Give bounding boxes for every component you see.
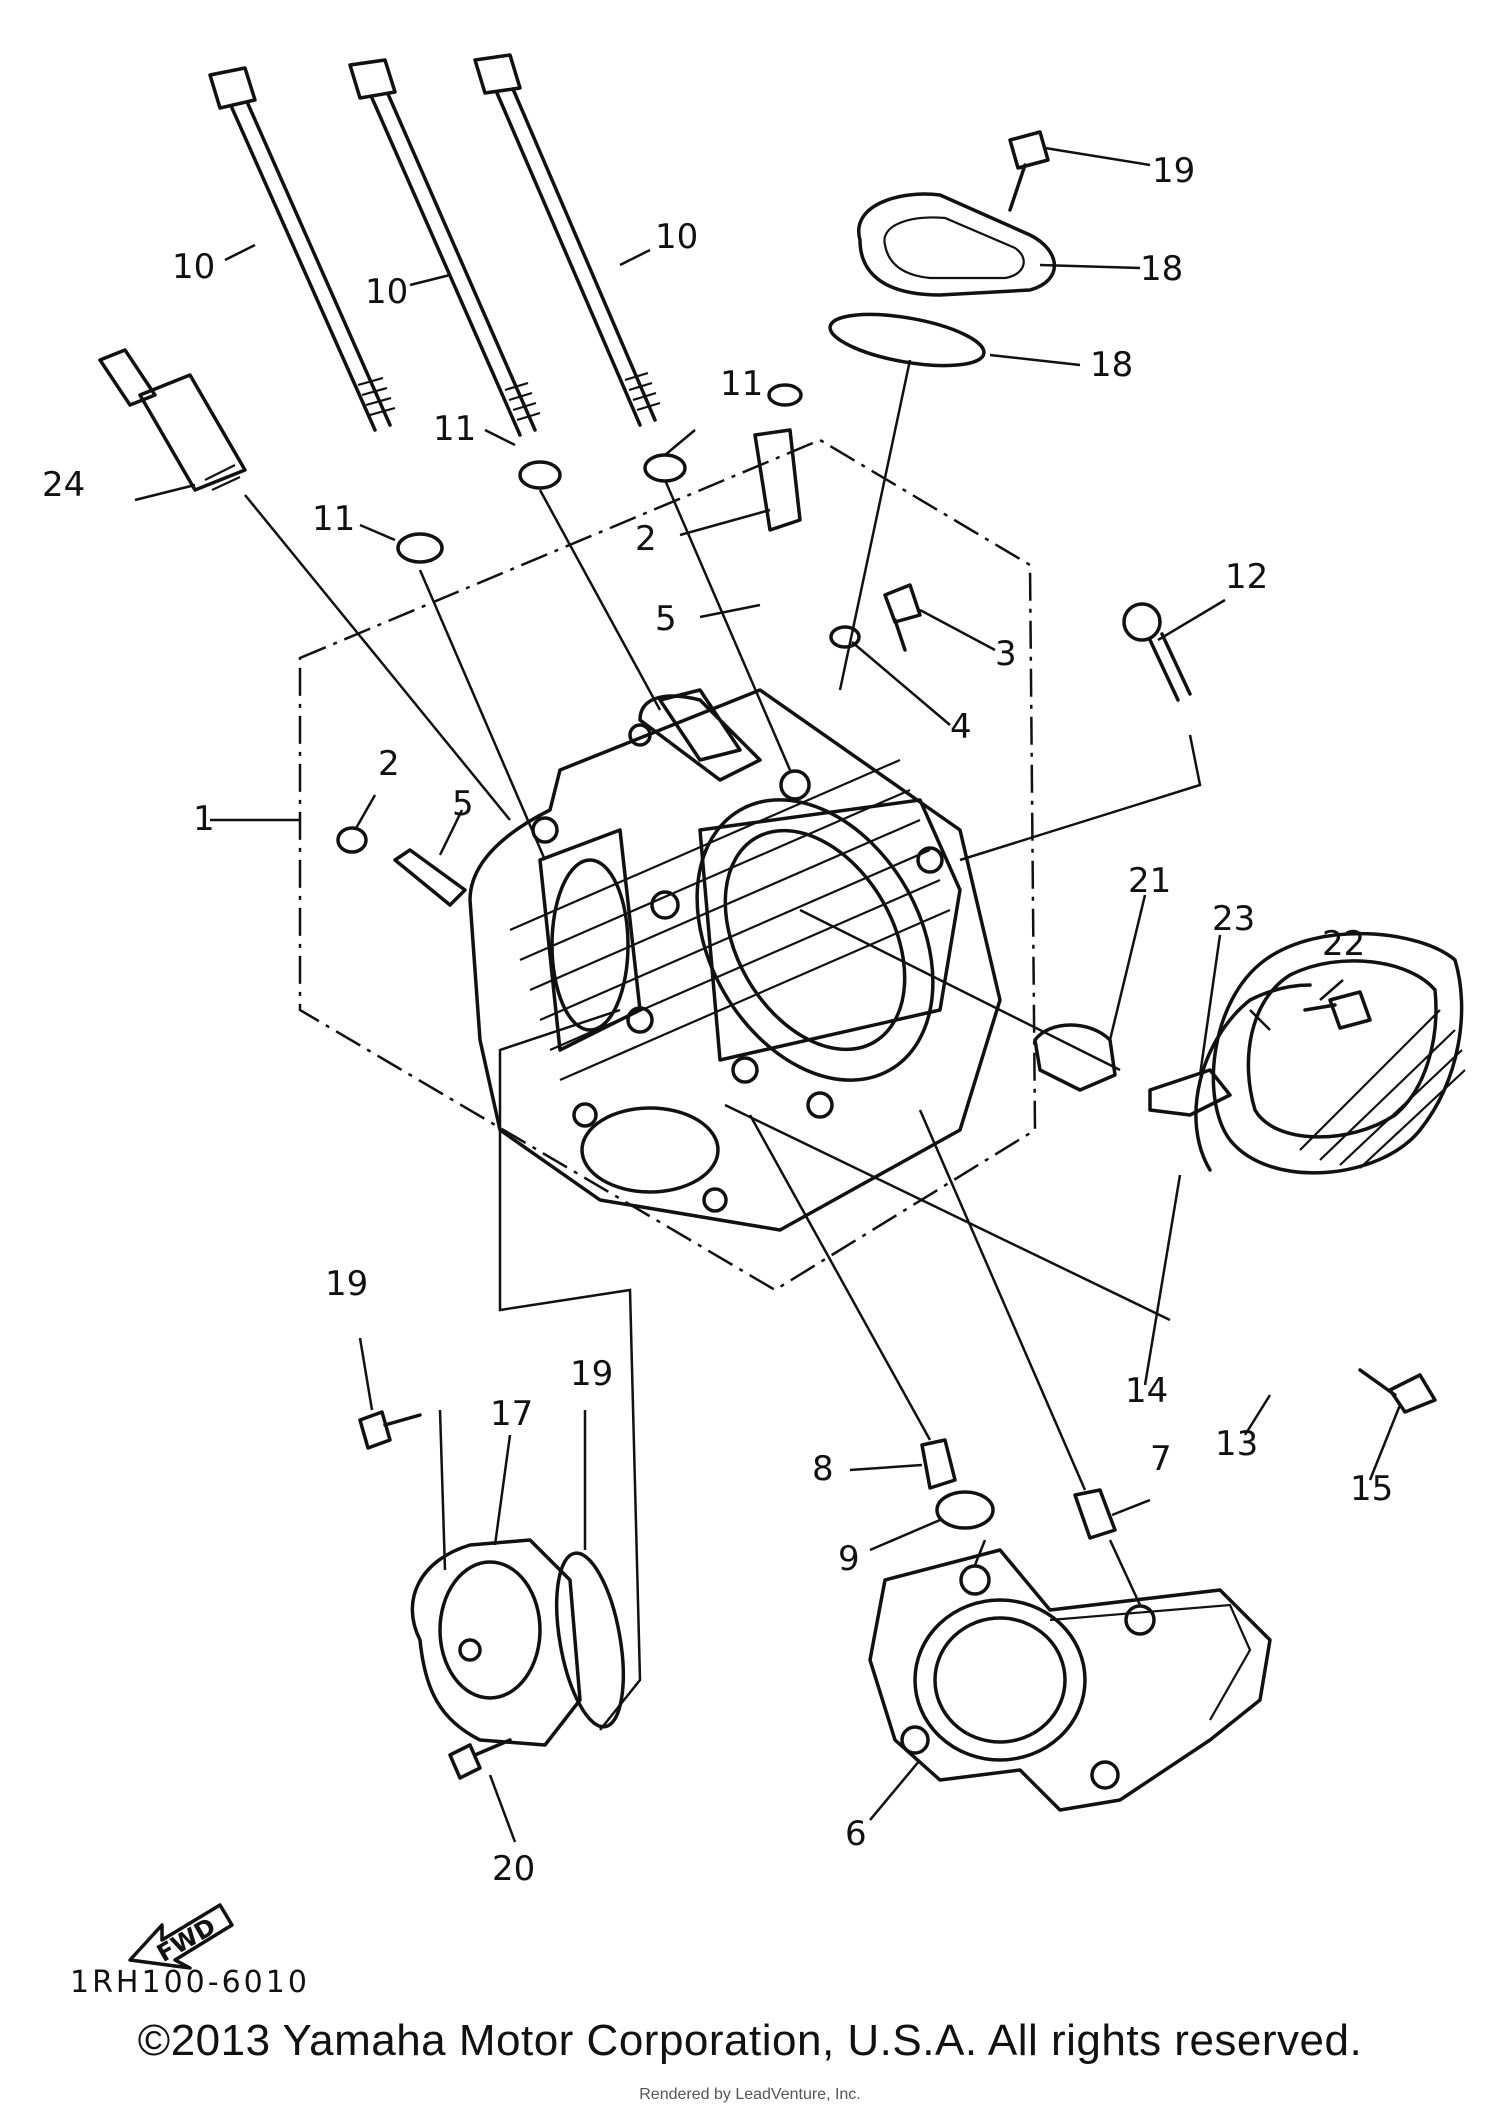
head-bolt-2 [348, 58, 541, 437]
washer-9 [935, 1490, 995, 1530]
callout-19-top: 19 [1152, 151, 1195, 191]
bolt-19-top [1008, 130, 1050, 212]
dowel-7 [1073, 1488, 1117, 1540]
callout-1: 1 [193, 799, 215, 839]
callout-11-b: 11 [312, 499, 355, 539]
callout-labels: 10 10 10 11 11 11 24 2 5 3 4 1 2 5 19 18… [42, 151, 1393, 1889]
callout-7: 7 [1150, 1439, 1172, 1479]
callout-4: 4 [950, 707, 972, 747]
oring-18-bottom [554, 1551, 626, 1729]
callout-19-bottom: 19 [325, 1264, 368, 1304]
callout-3: 3 [995, 634, 1017, 674]
cylinder-head [468, 688, 1002, 1232]
callout-20: 20 [492, 1849, 535, 1889]
dowel-8 [920, 1438, 957, 1490]
callout-22: 22 [1322, 924, 1365, 964]
callout-11-a: 11 [433, 409, 476, 449]
callout-9: 9 [838, 1539, 860, 1579]
bolt-19-bottom [358, 1410, 422, 1450]
callout-18-top: 18 [1090, 345, 1133, 385]
callout-2-left: 2 [378, 744, 400, 784]
head-bolt-3 [473, 53, 661, 427]
callout-5-left: 5 [452, 784, 474, 824]
union-bolt-12 [1122, 602, 1192, 702]
screw-20 [448, 1738, 512, 1780]
oring-2-upper [767, 383, 803, 407]
oring-2-left [336, 826, 368, 854]
head-bolt-1 [208, 66, 396, 432]
washer-4 [829, 625, 861, 649]
rendered-by-note: Rendered by LeadVenture, Inc. [639, 2086, 861, 2103]
oring-14 [1194, 983, 1312, 1172]
fwd-label: FWD [152, 1912, 220, 1968]
washer-11-c [643, 453, 687, 483]
leader-lines [134, 146, 1402, 1843]
drawing-code: 1RH100-6010 [70, 1965, 310, 2000]
callout-24: 24 [42, 465, 85, 505]
cover-17 [410, 1538, 582, 1747]
callout-18-bottom: 19 [570, 1354, 613, 1394]
washer-11-b [518, 460, 562, 490]
callout-6: 6 [845, 1814, 867, 1854]
dowel-5-left [393, 848, 467, 907]
side-cover-13 [1211, 931, 1466, 1175]
callout-17: 17 [490, 1394, 533, 1434]
callout-8: 8 [812, 1449, 834, 1489]
callout-5-upper: 5 [655, 599, 677, 639]
callout-11-c: 11 [720, 364, 763, 404]
bolt-15 [1358, 1368, 1437, 1414]
oring-18-top [828, 312, 986, 368]
bolt-22 [1303, 990, 1372, 1030]
callout-16: 18 [1140, 249, 1183, 289]
callout-23: 23 [1212, 899, 1255, 939]
callout-21: 21 [1128, 861, 1171, 901]
dowel-5-upper [753, 428, 802, 532]
callout-10-c: 10 [655, 217, 698, 257]
assembly-boundary [298, 438, 1037, 1292]
callout-12: 12 [1225, 557, 1268, 597]
head-gasket-6 [868, 1548, 1272, 1812]
fwd-arrow: FWD [128, 1903, 234, 1970]
spark-plug [98, 348, 247, 492]
callout-2-upper: 2 [635, 519, 657, 559]
callout-10-b: 10 [365, 272, 408, 312]
washer-11-a [396, 532, 444, 564]
tappet-cover-16 [856, 192, 1057, 297]
callout-10-a: 10 [172, 247, 215, 287]
callout-15: 15 [1350, 1469, 1393, 1509]
callout-14: 14 [1125, 1371, 1168, 1411]
callout-13: 13 [1215, 1424, 1258, 1464]
bolt-3 [883, 583, 922, 652]
copyright-notice: ©2013 Yamaha Motor Corporation, U.S.A. A… [137, 2016, 1363, 2065]
